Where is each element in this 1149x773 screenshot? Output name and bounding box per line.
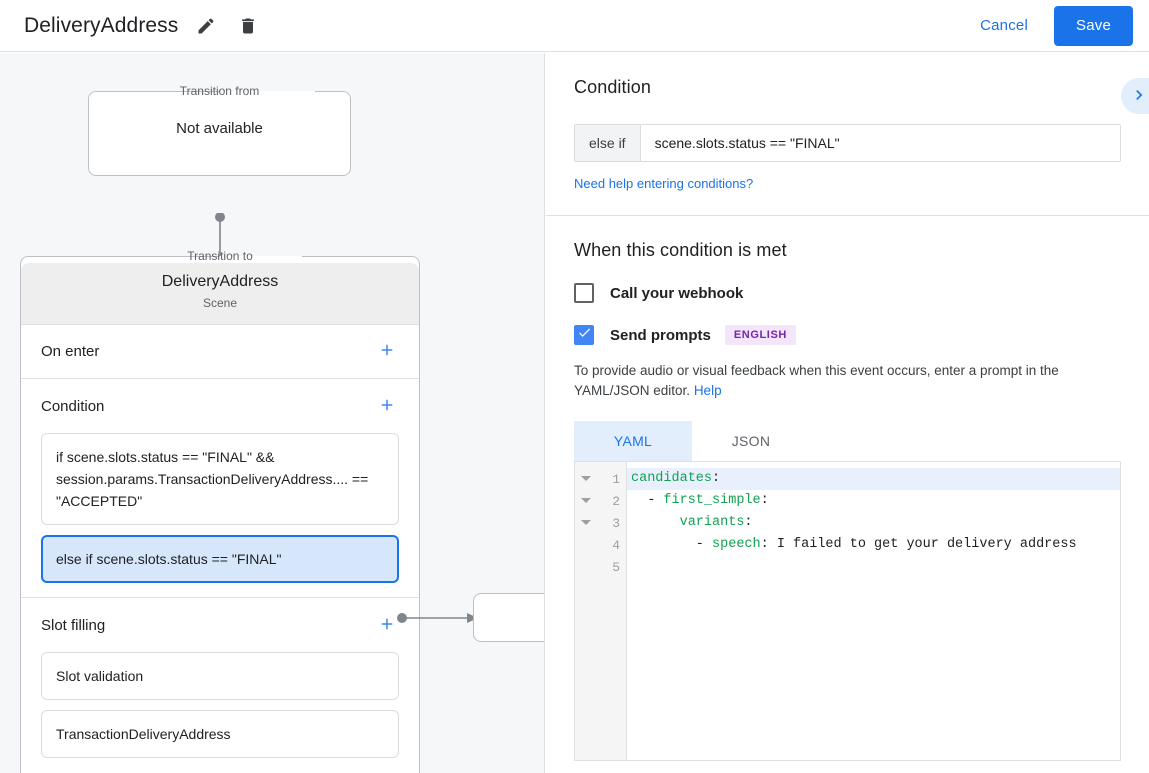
- gutter-row: 3: [575, 512, 626, 534]
- code-line[interactable]: [627, 556, 1120, 578]
- send-prompts-checkbox-label: Send prompts: [610, 326, 711, 344]
- prompt-help-description: To provide audio or visual feedback when…: [574, 363, 1059, 398]
- delete-button[interactable]: [234, 12, 262, 40]
- code-token-punct: :: [712, 471, 721, 486]
- code-line[interactable]: variants:: [627, 512, 1120, 534]
- condition-item[interactable]: if scene.slots.status == "FINAL" && sess…: [41, 433, 399, 525]
- webhook-checkbox-row[interactable]: Call your webhook: [574, 283, 1121, 303]
- condition-prefix-label: else if: [575, 125, 641, 161]
- header-actions: Cancel Save: [966, 5, 1133, 46]
- chevron-right-icon: [1129, 85, 1149, 108]
- transition-from-value: Not available: [176, 120, 263, 137]
- send-prompts-checkbox[interactable]: [574, 325, 594, 345]
- scene-type-label: Scene: [202, 296, 238, 310]
- cancel-button[interactable]: Cancel: [966, 9, 1042, 42]
- section-title-slot-filling: Slot filling: [41, 616, 106, 634]
- app-header: DeliveryAddress Cancel Save: [0, 0, 1149, 52]
- section-header-slot-filling: Slot filling: [21, 598, 419, 652]
- code-editor[interactable]: 1 2 3 4 5 candidates: - first_simple: varian…: [574, 461, 1121, 761]
- condition-heading: Condition: [574, 77, 651, 97]
- editor-gutter: 1 2 3 4 5: [575, 462, 627, 760]
- webhook-checkbox[interactable]: [574, 283, 594, 303]
- code-token-key: first_simple: [663, 493, 761, 508]
- code-token-key: speech: [712, 537, 761, 552]
- edge-connector-right: [397, 613, 478, 623]
- code-token-punct: :: [744, 515, 753, 530]
- target-node-card[interactable]: [473, 593, 544, 642]
- condition-expression-input[interactable]: [640, 125, 1120, 161]
- gutter-row: 2: [575, 490, 626, 512]
- code-token-key: variants: [679, 515, 745, 530]
- slot-filling-item[interactable]: TransactionDeliveryAddress: [41, 710, 399, 758]
- add-condition-button[interactable]: [375, 394, 399, 418]
- editor-code-area[interactable]: candidates: - first_simple: variants: - …: [627, 462, 1120, 760]
- tab-json[interactable]: JSON: [692, 421, 810, 461]
- section-header-condition: Condition: [21, 379, 419, 433]
- line-number: 3: [612, 515, 620, 531]
- add-on-enter-button[interactable]: [375, 340, 399, 364]
- code-token-str: I failed to get your delivery address: [776, 537, 1077, 552]
- editor-format-tabs: YAML JSON: [574, 421, 1121, 461]
- slot-filling-item[interactable]: Slot validation: [41, 652, 399, 700]
- transition-to-legend: Transition to: [187, 249, 253, 263]
- when-condition-met-section: When this condition is met Call your web…: [546, 216, 1149, 761]
- language-badge: ENGLISH: [724, 325, 796, 345]
- page-title: DeliveryAddress: [24, 13, 179, 37]
- gutter-row: 4: [575, 534, 626, 556]
- condition-help-link[interactable]: Need help entering conditions?: [574, 176, 754, 191]
- plus-icon: [378, 615, 396, 636]
- condition-input-row[interactable]: else if: [574, 124, 1121, 162]
- code-token-punct: -: [631, 537, 713, 552]
- fold-triangle-icon[interactable]: [581, 476, 591, 481]
- plus-icon: [378, 341, 396, 362]
- edit-name-button[interactable]: [192, 12, 220, 40]
- line-number: 4: [612, 537, 620, 553]
- code-token-punct: :: [760, 493, 769, 508]
- scene-header: DeliveryAddress Scene: [21, 263, 419, 325]
- add-slot-filling-button[interactable]: [375, 613, 399, 637]
- prompt-help-text: To provide audio or visual feedback when…: [574, 361, 1121, 401]
- section-body-slot-filling: Slot validation TransactionDeliveryAddre…: [21, 652, 419, 772]
- detail-panel: Condition else if Need help entering con…: [546, 53, 1149, 773]
- transition-from-card[interactable]: Transition from Not available: [88, 84, 351, 176]
- code-line[interactable]: - speech: I failed to get your delivery …: [627, 534, 1120, 556]
- transition-to-card[interactable]: Transition to DeliveryAddress Scene On e…: [20, 249, 420, 773]
- transition-from-legend: Transition from: [179, 84, 260, 98]
- section-title-on-enter: On enter: [41, 343, 100, 360]
- save-button[interactable]: Save: [1054, 5, 1133, 46]
- graph-panel[interactable]: Transition from Not available Transition…: [0, 53, 545, 773]
- line-number: 5: [612, 559, 620, 575]
- gutter-row: 5: [575, 556, 626, 578]
- code-token-punct: [631, 515, 680, 530]
- code-token-punct: -: [631, 493, 664, 508]
- send-prompts-checkbox-row[interactable]: Send prompts ENGLISH: [574, 325, 1121, 345]
- expand-panel-button[interactable]: [1121, 78, 1149, 114]
- section-title-condition: Condition: [41, 397, 105, 415]
- section-header-on-enter: On enter: [21, 325, 419, 379]
- tab-yaml[interactable]: YAML: [574, 421, 692, 461]
- gutter-row: 1: [575, 468, 626, 490]
- webhook-checkbox-label: Call your webhook: [610, 284, 744, 302]
- line-number: 2: [612, 493, 620, 509]
- fold-triangle-icon[interactable]: [581, 520, 591, 525]
- check-icon: [577, 325, 592, 345]
- plus-icon: [378, 396, 396, 417]
- code-line[interactable]: candidates:: [627, 468, 1120, 490]
- condition-item-selected[interactable]: else if scene.slots.status == "FINAL": [41, 535, 399, 583]
- code-token-key: candidates: [631, 471, 713, 486]
- section-body-condition: if scene.slots.status == "FINAL" && sess…: [21, 433, 419, 598]
- code-token-punct: :: [760, 537, 777, 552]
- line-number: 1: [612, 471, 620, 487]
- scene-name: DeliveryAddress: [161, 273, 279, 290]
- prompt-help-link[interactable]: Help: [693, 383, 722, 398]
- condition-section: Condition else if Need help entering con…: [546, 53, 1149, 216]
- code-line[interactable]: - first_simple:: [627, 490, 1120, 512]
- fold-triangle-icon[interactable]: [581, 498, 591, 503]
- pencil-icon: [196, 16, 216, 36]
- trash-icon: [238, 16, 258, 36]
- when-met-heading: When this condition is met: [574, 240, 787, 260]
